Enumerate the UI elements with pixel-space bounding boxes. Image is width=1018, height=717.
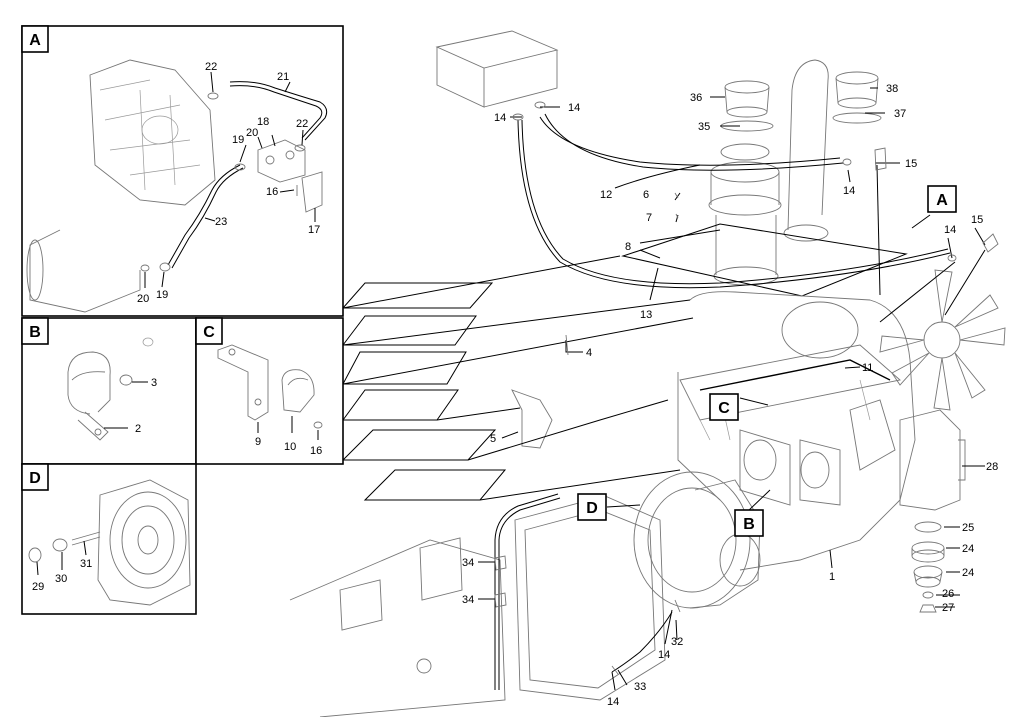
callout-c: C — [709, 393, 739, 421]
mount-plate — [621, 223, 908, 297]
part-label: 2 — [135, 423, 141, 435]
callout-d: D — [577, 493, 607, 521]
part-label: 16 — [266, 186, 278, 198]
part-label: 3 — [151, 377, 157, 389]
hose-33 — [611, 611, 673, 673]
panel-b: B — [21, 317, 197, 465]
part-label: 21 — [277, 71, 289, 83]
guide-stripes — [341, 255, 694, 501]
part-label: 13 — [640, 309, 652, 321]
part-label: 10 — [284, 441, 296, 453]
part-label: 30 — [55, 573, 67, 585]
part-label: 23 — [215, 216, 227, 228]
part-label: 22 — [205, 61, 217, 73]
transmission — [289, 495, 666, 717]
hose-23 — [167, 164, 241, 266]
valve-block — [257, 139, 306, 183]
part-label: 32 — [671, 636, 683, 648]
part-label: 24 — [962, 543, 974, 555]
part-label: 22 — [296, 118, 308, 130]
part-label: 11 — [862, 362, 873, 374]
engine-mount — [899, 409, 961, 511]
callout-b: B — [734, 509, 764, 537]
part-label: 26 — [942, 588, 954, 600]
mount-isolators — [911, 521, 945, 613]
part-label: 33 — [634, 681, 646, 693]
part-label: 19 — [156, 289, 168, 301]
radiator-fan — [879, 269, 1006, 411]
part-label: 14 — [568, 102, 580, 114]
filter-box — [435, 30, 559, 108]
panel-b-label: B — [29, 324, 41, 341]
part-label: 14 — [494, 112, 506, 124]
part-label: 25 — [962, 522, 974, 534]
clamp-10 — [281, 369, 315, 413]
part-label: 27 — [942, 602, 954, 614]
panel-d-label: D — [29, 470, 41, 487]
panel-c-label: C — [203, 324, 215, 341]
bracket-9 — [217, 344, 269, 421]
part-label: 31 — [80, 558, 92, 570]
part-label: 19 — [232, 134, 244, 146]
part-label: 28 — [986, 461, 998, 473]
part-label: 14 — [944, 224, 956, 236]
panel-a-engine — [26, 59, 216, 313]
part-label: 6 — [643, 189, 649, 201]
part-label: 14 — [607, 696, 619, 708]
svg-text:B: B — [743, 516, 755, 533]
part-label: 12 — [600, 189, 612, 201]
flywheel-housing — [633, 471, 761, 609]
intake-caps — [720, 71, 882, 132]
part-label: 4 — [586, 347, 592, 359]
hose-13 — [517, 119, 951, 289]
part-label: 15 — [971, 214, 983, 226]
part-label: 9 — [255, 436, 261, 448]
part-label: 29 — [32, 581, 44, 593]
svg-text:C: C — [718, 400, 730, 417]
pedal-bracket — [511, 389, 553, 449]
part-label: 37 — [894, 108, 906, 120]
engine-block — [677, 291, 916, 571]
callout-a: A — [927, 185, 957, 213]
part-label: 36 — [690, 92, 702, 104]
panel-a: A — [21, 25, 344, 317]
hose-21 — [229, 81, 328, 141]
part-label: 34 — [462, 594, 474, 606]
part-label: 20 — [246, 127, 258, 139]
clamp-2 — [67, 351, 111, 413]
part-label: 14 — [843, 185, 855, 197]
part-label: 24 — [962, 567, 974, 579]
hose-34 — [498, 497, 561, 690]
part-label: 17 — [308, 224, 320, 236]
hardware — [494, 101, 999, 675]
part-label: 20 — [137, 293, 149, 305]
part-label: 7 — [646, 212, 652, 224]
panel-c: C — [195, 317, 344, 465]
part-label: 15 — [905, 158, 917, 170]
part-label: 1 — [829, 571, 835, 583]
part-label: 18 — [257, 116, 269, 128]
svg-text:D: D — [586, 500, 598, 517]
part-label: 34 — [462, 557, 474, 569]
flywheel-d — [97, 479, 191, 606]
leader-lines — [478, 87, 986, 691]
part-label: 8 — [625, 241, 631, 253]
part-label: 14 — [658, 649, 670, 661]
bracket-17 — [301, 171, 323, 213]
part-label: 16 — [310, 445, 322, 457]
panel-d: D — [21, 463, 197, 615]
exhaust-pipe — [787, 59, 829, 231]
part-label: 5 — [490, 433, 496, 445]
part-label: 38 — [886, 83, 898, 95]
hose-12 — [539, 116, 841, 166]
panel-a-label: A — [29, 32, 41, 49]
part-label: 35 — [698, 121, 710, 133]
engine-assembly — [289, 30, 1006, 717]
air-cleaner — [708, 143, 782, 286]
part-numbers: 14 14 36 35 38 37 15 14 12 6 7 8 14 15 1… — [32, 61, 998, 708]
svg-text:A: A — [936, 192, 948, 209]
